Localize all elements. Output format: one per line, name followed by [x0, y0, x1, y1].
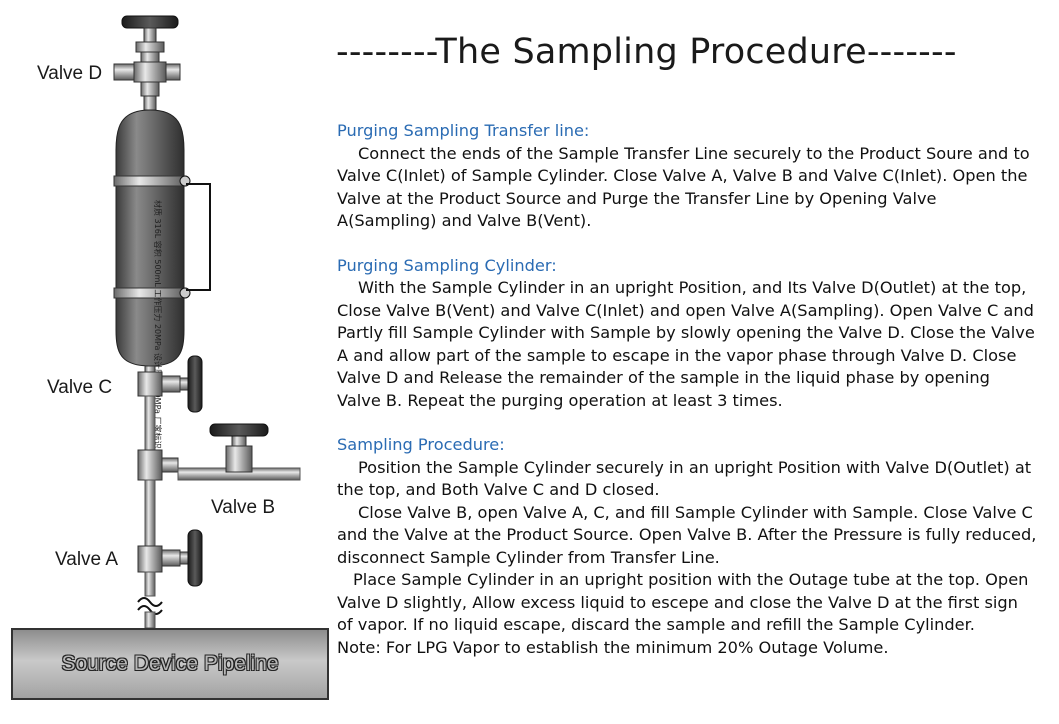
valve-a-label: Valve A — [55, 549, 119, 570]
section-paragraph: With the Sample Cylinder in an upright P… — [337, 278, 1035, 410]
valve-c-assembly — [137, 355, 203, 413]
section-paragraph: Close Valve B, open Valve A, C, and fill… — [337, 502, 1037, 567]
procedure-content: Purging Sampling Transfer line: Connect … — [337, 120, 1037, 681]
section-purging-cylinder: Purging Sampling Cylinder: With the Samp… — [337, 255, 1037, 413]
valve-d-assembly — [113, 15, 181, 111]
valve-a-assembly — [137, 529, 203, 587]
pipeline-label: Source Device Pipeline — [61, 652, 279, 675]
sample-cylinder: 材质 316L 容积 500mL 工作压力 20MPa 设计压力 30MPa 厂… — [113, 109, 211, 449]
page-title: --------The Sampling Procedure------- — [336, 32, 957, 72]
section-heading: Sampling Procedure: — [337, 435, 505, 454]
section-heading: Purging Sampling Transfer line: — [337, 121, 590, 140]
section-sampling-procedure: Sampling Procedure: Position the Sample … — [337, 434, 1037, 659]
diagram-drawing: 材质 316L 容积 500mL 工作压力 20MPa 设计压力 30MPa 厂… — [113, 15, 301, 629]
section-heading: Purging Sampling Cylinder: — [337, 255, 557, 275]
source-device-pipeline: Source Device Pipeline — [11, 628, 329, 700]
valve-d-label: Valve D — [37, 63, 103, 84]
valve-b-assembly — [137, 423, 301, 481]
sampling-cylinder-diagram: 材质 316L 容积 500mL 工作压力 20MPa 设计压力 30MPa 厂… — [0, 0, 330, 720]
section-purging-transfer-line: Purging Sampling Transfer line: Connect … — [337, 120, 1037, 233]
section-paragraph: Connect the ends of the Sample Transfer … — [337, 143, 1030, 231]
section-paragraph: Position the Sample Cylinder securely in… — [337, 457, 1032, 500]
section-paragraph: Place Sample Cylinder in an upright posi… — [337, 570, 1029, 634]
valve-c-label: Valve C — [47, 377, 113, 398]
cylinder-marking: 材质 316L 容积 500mL 工作压力 20MPa 设计压力 30MPa 厂… — [153, 200, 163, 449]
valve-b-label: Valve B — [211, 497, 276, 518]
note-paragraph: Note: For LPG Vapor to establish the min… — [337, 637, 889, 657]
